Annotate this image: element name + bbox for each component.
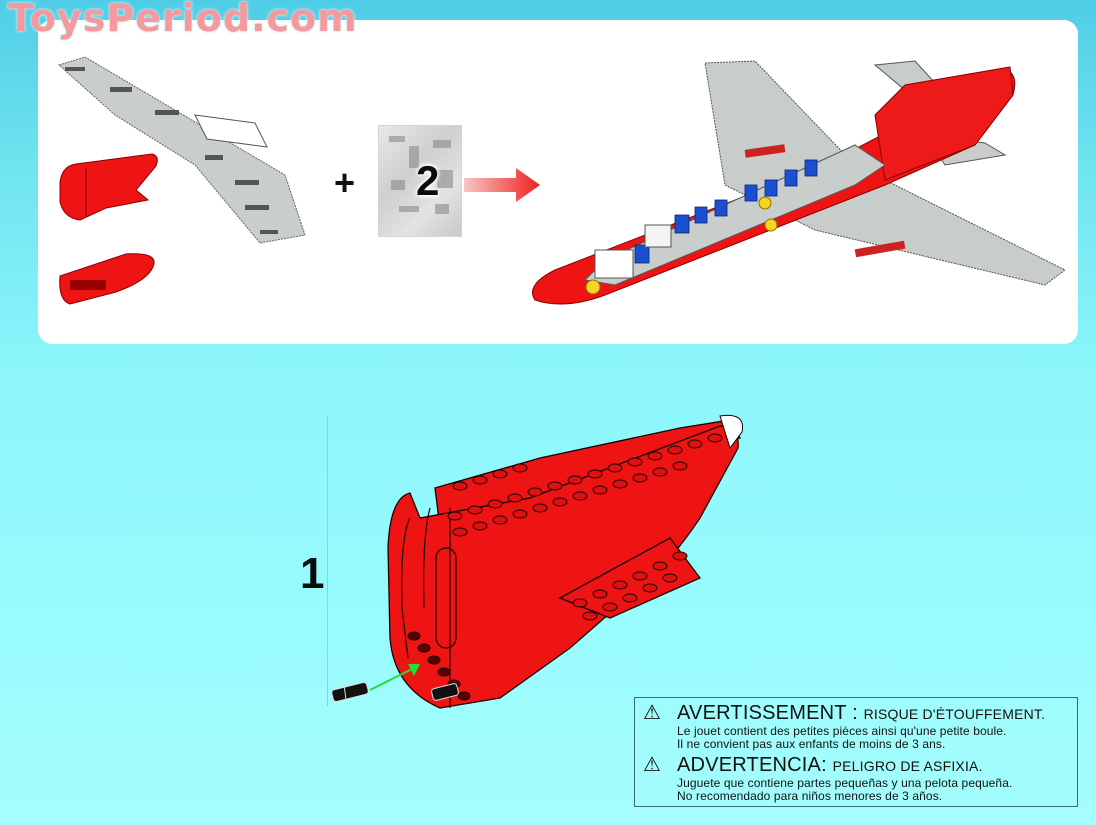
warning-text-fr-1: Le jouet contient des petites pièces ain… (677, 724, 1007, 738)
warning-subtitle-fr: RISQUE D'ÉTOUFFEMENT. (863, 706, 1046, 722)
arrow-insert-icon (369, 664, 420, 691)
assembled-airplane (532, 60, 1065, 305)
warning-triangle-icon: ⚠ (643, 702, 661, 724)
tail-section-part (59, 153, 158, 221)
warning-title-es: ADVERTENCIA: (677, 754, 827, 776)
warning-title-fr: AVERTISSEMENT : (677, 702, 858, 724)
step-guide-line (327, 416, 328, 706)
technic-pin-1 (331, 681, 369, 703)
step-number: 1 (300, 549, 325, 598)
tail-section-large (387, 414, 744, 709)
parts-bag (378, 125, 462, 237)
warning-subtitle-es: PELIGRO DE ASFIXIA. (832, 758, 983, 774)
wing-plate-part (58, 56, 306, 244)
plus-sign: + (334, 162, 356, 203)
arrow-right-icon (464, 168, 540, 202)
choking-hazard-warning: ⚠ AVERTISSEMENT : RISQUE D'ÉTOUFFEMENT. … (634, 697, 1078, 807)
warning-text-es-1: Juguete que contiene partes pequeñas y u… (677, 776, 1013, 790)
warning-text-fr-2: Il ne convient pas aux enfants de moins … (677, 737, 946, 751)
bag-number: 2 (416, 157, 440, 204)
technic-pin-2 (431, 683, 459, 701)
nose-cone-part (59, 253, 155, 305)
watermark: ToysPeriod.com (8, 0, 358, 40)
warning-text-es-2: No recomendado para niños menores de 3 a… (677, 789, 943, 803)
warning-triangle-icon: ⚠ (643, 754, 661, 776)
